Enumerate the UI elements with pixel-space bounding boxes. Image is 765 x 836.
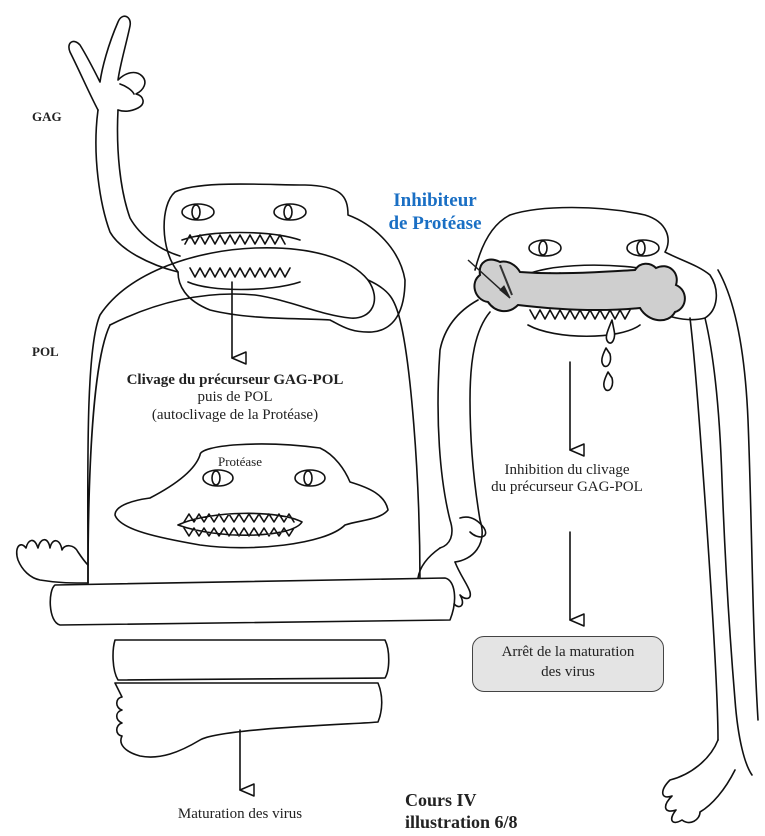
right-protease [474, 240, 684, 390]
gag-arm [96, 110, 180, 272]
stop-maturation-box: Arrêt de la maturation des virus [472, 636, 664, 692]
stop-box-line-1: Arrêt de la maturation [473, 643, 663, 663]
gag-label: GAG [32, 110, 62, 125]
inhibition-text: Inhibition du clivage du précurseur GAG-… [462, 462, 672, 497]
inhibitor-label: Inhibiteur de Protéase [370, 190, 500, 236]
cleavage-line-3: (autoclivage de la Protéase) [110, 407, 360, 424]
stop-box-line-2: des virus [473, 663, 663, 683]
cleavage-title: Clivage du précurseur GAG-POL [110, 372, 360, 389]
protease-upper [164, 184, 405, 332]
teeth-icon [188, 268, 300, 290]
teeth-icon [178, 513, 302, 536]
hand-icon [17, 540, 88, 583]
eye-icon [203, 470, 233, 486]
inhibitor-line-1: Inhibiteur [370, 190, 500, 213]
cleavage-text: Clivage du précurseur GAG-POL puis de PO… [110, 372, 360, 424]
course-line-1: Cours IV [405, 790, 518, 812]
eye-icon [274, 204, 306, 220]
inhibition-line-1: Inhibition du clivage [462, 462, 672, 479]
teeth-icon [528, 310, 640, 336]
pol-label: POL [32, 345, 59, 360]
cleavage-line-2: puis de POL [110, 389, 360, 406]
eye-icon [627, 240, 659, 256]
peace-hand-icon [69, 16, 145, 111]
drool-icon [602, 320, 615, 390]
inhibition-line-2: du précurseur GAG-POL [462, 479, 672, 496]
teeth-icon [182, 233, 300, 245]
eye-icon [529, 240, 561, 256]
inhibitor-line-2: de Protéase [370, 213, 500, 236]
eye-icon [295, 470, 325, 486]
eye-icon [182, 204, 214, 220]
protease-label: Protéase [205, 455, 275, 470]
course-line-2: illustration 6/8 [405, 812, 518, 834]
course-footer: Cours IV illustration 6/8 [405, 790, 518, 833]
body-slabs [50, 578, 454, 757]
maturation-label: Maturation des virus [150, 806, 330, 823]
